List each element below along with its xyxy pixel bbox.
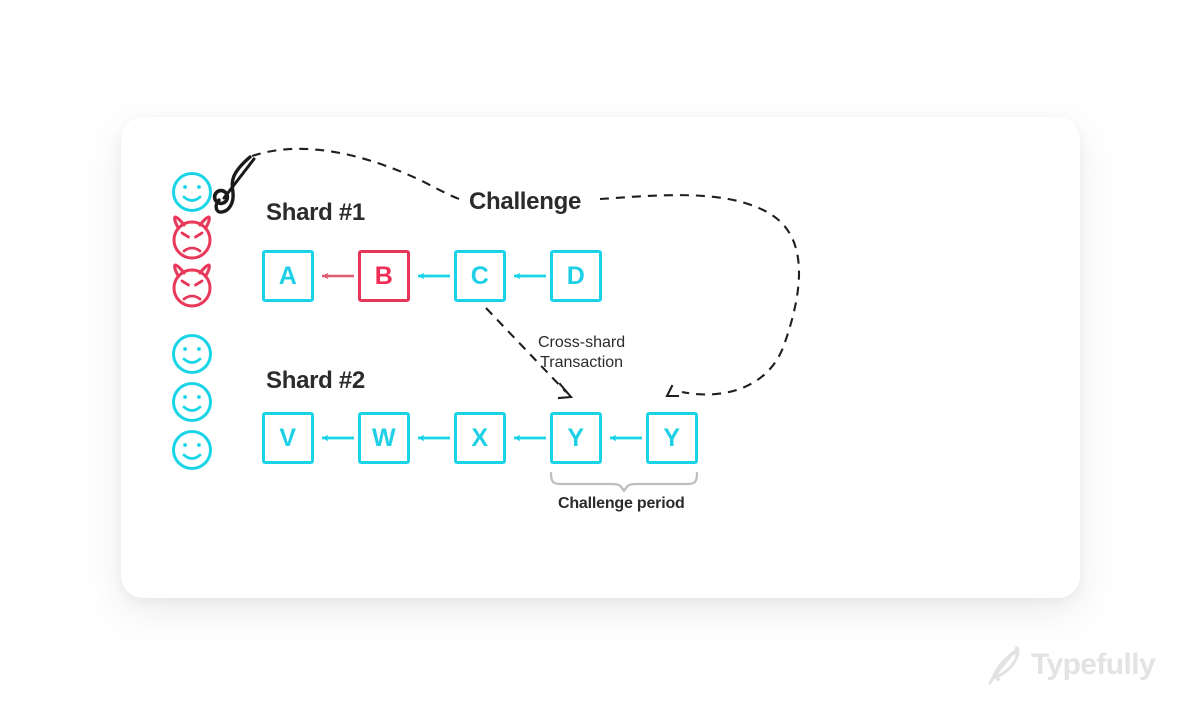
shard2-block-y1-label: Y bbox=[567, 423, 585, 452]
shard1-block-c[interactable]: C bbox=[454, 250, 506, 302]
shard2-title: Shard #2 bbox=[266, 367, 365, 394]
shard1-block-c-label: C bbox=[470, 261, 490, 290]
shard2-block-w-label: W bbox=[371, 423, 397, 452]
shard1-block-d-label: D bbox=[566, 261, 586, 290]
shard2-block-v[interactable]: V bbox=[262, 412, 314, 464]
shard2-block-y2[interactable]: Y bbox=[646, 412, 698, 464]
shard2-block-w[interactable]: W bbox=[358, 412, 410, 464]
shard2-block-x-label: X bbox=[471, 423, 489, 452]
shard1-block-b-label: B bbox=[374, 261, 394, 290]
cross-shard-line-1: Cross-shard bbox=[538, 334, 626, 351]
challenge-period-label: Challenge period bbox=[558, 495, 685, 512]
shard2-block-v-label: V bbox=[279, 423, 297, 452]
shard1-block-d[interactable]: D bbox=[550, 250, 602, 302]
challenge-label: Challenge bbox=[469, 188, 581, 215]
shard2-block-y1[interactable]: Y bbox=[550, 412, 602, 464]
shard2-block-x[interactable]: X bbox=[454, 412, 506, 464]
cross-shard-line-2: Transaction bbox=[540, 354, 624, 371]
shard1-block-a-label: A bbox=[278, 261, 298, 290]
shard1-block-a[interactable]: A bbox=[262, 250, 314, 302]
feather-icon-slot bbox=[988, 648, 1022, 682]
shard1-block-b[interactable]: B bbox=[358, 250, 410, 302]
shard1-title: Shard #1 bbox=[266, 199, 365, 226]
typefully-wordmark: Typefully bbox=[1031, 648, 1156, 681]
cross-shard-transaction-label: Cross-shard Transaction bbox=[538, 333, 625, 373]
shard2-block-y2-label: Y bbox=[663, 423, 681, 452]
typefully-watermark: Typefully bbox=[988, 648, 1156, 682]
